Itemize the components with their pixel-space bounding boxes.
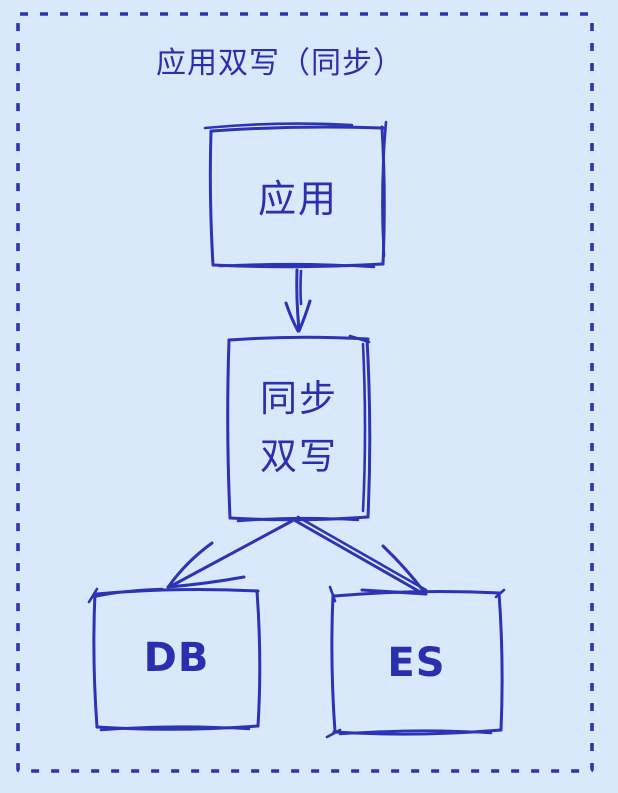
node-es-outline <box>325 585 506 739</box>
node-db-label: DB <box>143 635 210 681</box>
dashed-border <box>16 12 594 773</box>
arrow-app-to-sync <box>284 268 312 333</box>
node-app-outline <box>203 120 388 269</box>
node-db-outline <box>87 587 262 732</box>
arrow-sync-to-db <box>166 519 294 589</box>
node-sync-label-line2: 双写 <box>260 434 338 478</box>
node-es-label: ES <box>387 639 446 686</box>
diagram-title: 应用双写（同步） <box>156 46 404 81</box>
arrow-sync-to-es <box>292 515 428 596</box>
node-sync-label: 同步 双写 <box>228 337 370 518</box>
node-app-label: 应用 <box>257 176 338 221</box>
node-sync-label-line1: 同步 <box>260 376 338 420</box>
